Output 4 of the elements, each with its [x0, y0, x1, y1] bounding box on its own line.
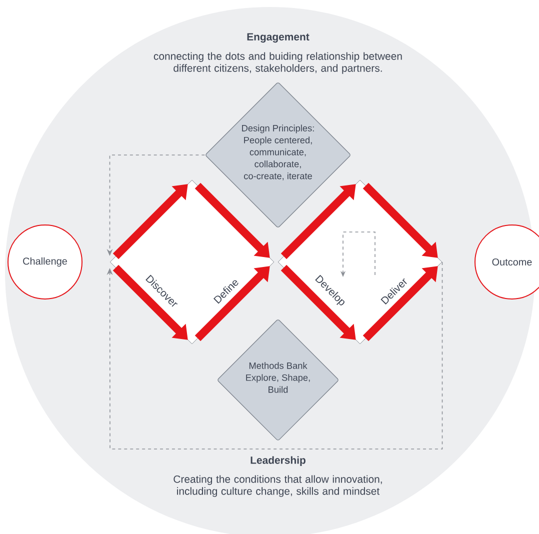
description: Creating the conditions that allow innovation, including culture change, skills and mindset: [174, 475, 382, 497]
description: connecting the dots and buiding relationship between different citizens, stakeholders, and partners.: [154, 52, 402, 74]
heading: Leadership: [250, 456, 306, 466]
heading: Engagement: [247, 33, 310, 43]
